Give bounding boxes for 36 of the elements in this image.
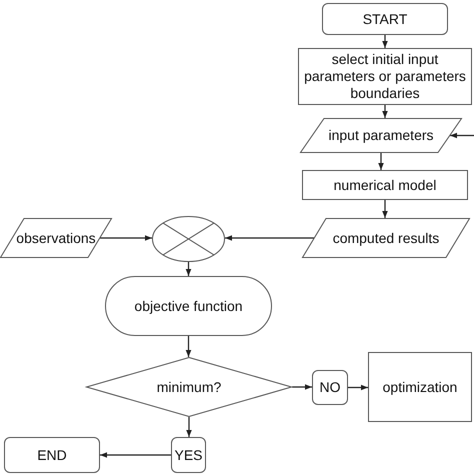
terminal-box (171, 437, 206, 473)
arrow (100, 452, 171, 458)
node-label: input parameters (328, 127, 434, 144)
arrow (382, 105, 388, 118)
terminal-box (322, 3, 448, 35)
arrow (450, 132, 474, 138)
summing-junction (152, 216, 225, 262)
arrow (292, 384, 312, 390)
arrow (378, 153, 384, 170)
node-label: minimum? (156, 378, 222, 396)
terminal-box (4, 437, 100, 473)
arrow (348, 384, 368, 390)
arrow (100, 235, 152, 241)
process-box (368, 352, 472, 422)
data-parallelogram (302, 218, 470, 258)
arrow (382, 35, 388, 48)
arrow (382, 200, 388, 218)
process-box (302, 170, 468, 200)
node-label: NO (320, 379, 340, 396)
node-label: objective function (134, 298, 243, 314)
data-parallelogram (300, 118, 462, 153)
arrow (186, 417, 192, 437)
node-label: select initial input parameters or parameters boundaries (303, 51, 467, 102)
arrow (225, 235, 314, 241)
node-label: observations (16, 230, 96, 246)
data-parallelogram (0, 218, 112, 258)
terminal-box (312, 370, 348, 405)
node-label: YES (174, 446, 203, 464)
node-label: numerical model (334, 176, 436, 194)
node-label: START (362, 10, 408, 28)
node-label: computed results (332, 230, 440, 246)
decision-diamond (86, 357, 292, 417)
node-label: END (37, 446, 67, 464)
arrow (186, 262, 192, 276)
node-label: optimization (382, 378, 458, 396)
arrow (186, 336, 192, 357)
